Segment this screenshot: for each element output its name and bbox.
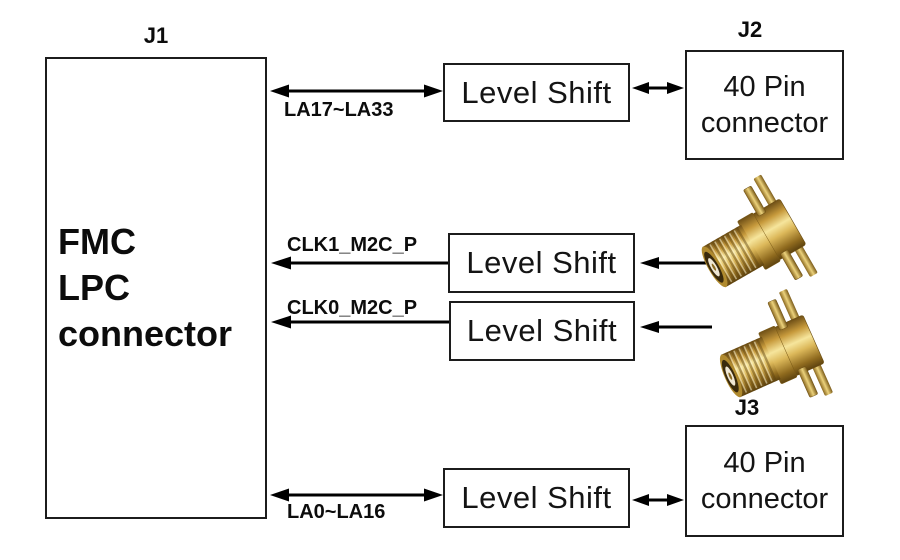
level-shift-label: Level Shift [466, 245, 617, 280]
signal-label-la17-la33: LA17~LA33 [284, 99, 394, 121]
level-shift-label: Level Shift [461, 74, 612, 110]
arrow-ls1-j2 [632, 82, 684, 94]
j3-40pin-connector-box: 40 Pin connector [685, 425, 844, 537]
arrow-clk0-to-j1 [271, 315, 449, 329]
arrow-sma1-to-ls2 [640, 257, 714, 269]
level-shift-box-1: Level Shift [443, 63, 630, 122]
fmc-lpc-connector-label: FMC LPC connector [47, 219, 232, 357]
j3-label-line1: 40 Pin [723, 447, 806, 479]
level-shift-label: Level Shift [461, 480, 612, 515]
j1-label-line1: FMC [58, 221, 136, 262]
fmc-lpc-connector-box: FMC LPC connector [45, 57, 267, 519]
j3-label-line2: connector [700, 483, 829, 515]
arrow-sma2-to-ls3 [640, 321, 712, 333]
j2-label-line2: connector [700, 107, 829, 139]
j1-ref-label: J1 [143, 23, 169, 48]
level-shift-box-3: Level Shift [449, 301, 635, 361]
signal-label-la0-la16: LA0~LA16 [287, 501, 386, 523]
level-shift-box-2: Level Shift [448, 233, 635, 293]
j3-ref-label: J3 [734, 395, 760, 420]
arrow-la17-la33 [270, 84, 443, 98]
j1-label-line3: connector [58, 313, 233, 354]
level-shift-box-4: Level Shift [443, 468, 630, 528]
signal-label-clk0-m2c-p: CLK0_M2C_P [287, 297, 418, 319]
j2-label-line1: 40 Pin [723, 71, 806, 103]
arrow-ls4-j3 [632, 494, 684, 506]
sma-connector-icon [719, 289, 833, 398]
arrow-la0-la16 [270, 488, 443, 502]
level-shift-label: Level Shift [466, 313, 618, 348]
sma-connector-icon [701, 174, 818, 288]
j2-ref-label: J2 [737, 17, 763, 42]
j2-40pin-connector-box: 40 Pin connector [685, 50, 844, 160]
arrow-clk1-to-j1 [271, 256, 448, 270]
signal-label-clk1-m2c-p: CLK1_M2C_P [287, 234, 418, 256]
j1-label-line2: LPC [58, 267, 130, 308]
